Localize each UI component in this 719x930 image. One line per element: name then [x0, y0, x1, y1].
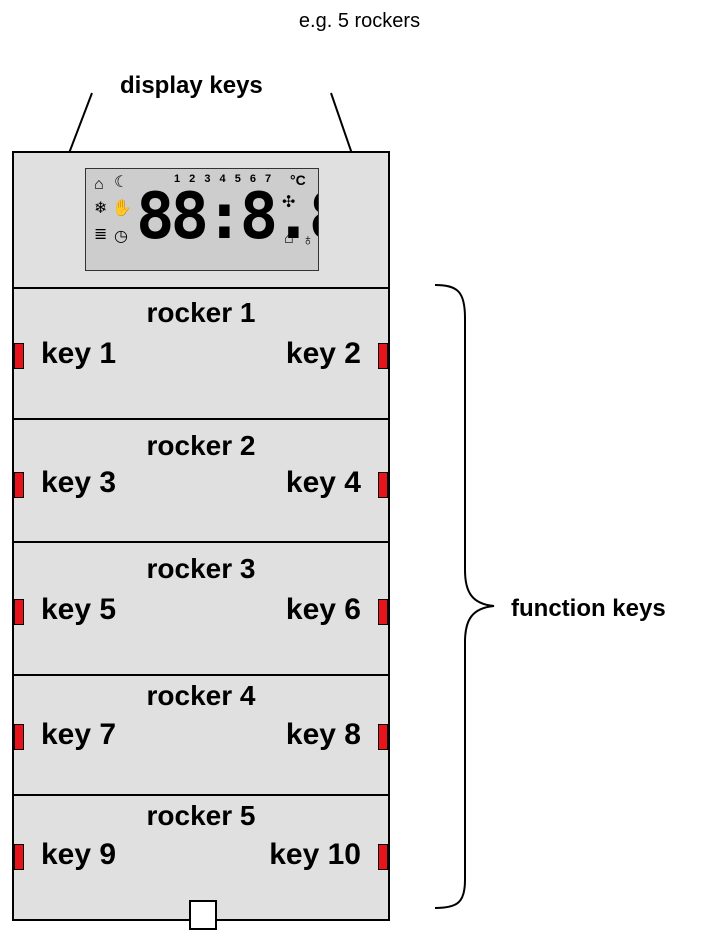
led-key-6	[378, 599, 388, 625]
display-keys-label: display keys	[120, 72, 263, 99]
rocker-1[interactable]: rocker 1 key 1 key 2	[14, 287, 388, 420]
key-6[interactable]: key 6	[285, 593, 361, 626]
key-1[interactable]: key 1	[41, 337, 117, 370]
rocker-4[interactable]: rocker 4 key 7 key 8	[14, 676, 388, 796]
lcd-display: 1 2 3 4 5 6 7 °C ⌂ ☾ ❄ ✋ ≣ ◷ 88:8.8 ✣ ⌂ …	[85, 168, 319, 271]
fan-icon: ✣	[282, 194, 296, 211]
led-key-9	[14, 844, 24, 870]
key-10[interactable]: key 10	[269, 838, 361, 871]
push-button-device: 1 2 3 4 5 6 7 °C ⌂ ☾ ❄ ✋ ≣ ◷ 88:8.8 ✣ ⌂ …	[12, 151, 390, 930]
rocker-3[interactable]: rocker 3 key 5 key 6	[14, 543, 388, 676]
display-area: 1 2 3 4 5 6 7 °C ⌂ ☾ ❄ ✋ ≣ ◷ 88:8.8 ✣ ⌂ …	[14, 153, 388, 289]
snowflake-icon: ❄	[94, 200, 108, 217]
rocker-2[interactable]: rocker 2 key 3 key 4	[14, 420, 388, 543]
rocker-5[interactable]: rocker 5 key 9 key 10	[14, 796, 388, 926]
rocker-title: rocker 2	[146, 430, 256, 461]
caption: e.g. 5 rockers	[298, 10, 421, 32]
key-9[interactable]: key 9	[41, 838, 117, 871]
rocker-title: rocker 3	[146, 553, 256, 584]
moon-icon: ☾	[114, 174, 129, 191]
hand-icon: ✋	[112, 200, 132, 217]
led-key-8	[378, 724, 388, 750]
key-5[interactable]: key 5	[41, 593, 117, 626]
key-8[interactable]: key 8	[285, 718, 361, 751]
led-key-4	[378, 472, 388, 498]
lcd-digits: 88:8.8	[136, 180, 318, 254]
led-key-3	[14, 472, 24, 498]
rocker-title: rocker 4	[146, 680, 256, 711]
led-key-1	[14, 343, 24, 369]
clock-icon: ◷	[114, 228, 128, 245]
house-icon: ⌂	[94, 176, 104, 193]
thermometer-icon: ♁	[302, 232, 314, 249]
led-key-5	[14, 599, 24, 625]
bottom-tab	[189, 900, 217, 930]
led-key-2	[378, 343, 388, 369]
key-2[interactable]: key 2	[285, 337, 361, 370]
building-icon: ⌂	[284, 230, 294, 247]
lcd-day-numbers: 1 2 3 4 5 6 7	[174, 173, 275, 185]
led-key-7	[14, 724, 24, 750]
led-key-10	[378, 844, 388, 870]
key-4[interactable]: key 4	[285, 466, 361, 499]
key-3[interactable]: key 3	[41, 466, 117, 499]
lcd-unit: °C	[290, 172, 306, 188]
rocker-title: rocker 1	[146, 297, 256, 328]
function-keys-label: function keys	[511, 595, 666, 622]
heating-icon: ≣	[94, 226, 108, 243]
key-7[interactable]: key 7	[41, 718, 117, 751]
rocker-title: rocker 5	[146, 800, 256, 831]
function-keys-brace	[434, 284, 495, 909]
